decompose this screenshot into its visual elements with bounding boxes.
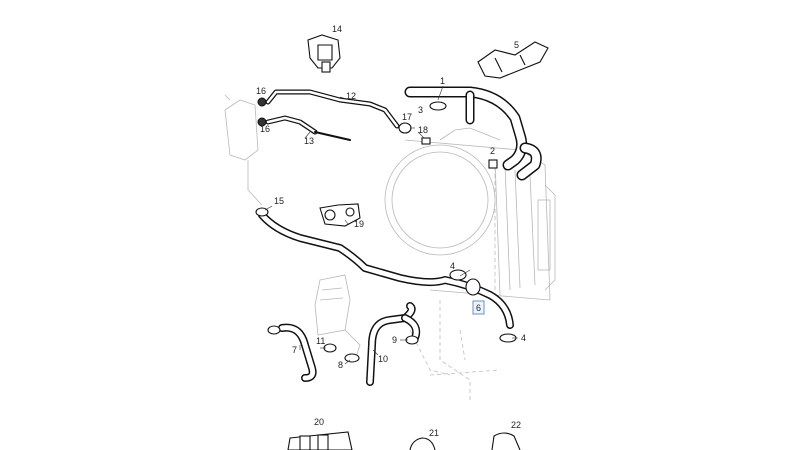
callout-16-lower: 16 (260, 124, 270, 134)
callout-17: 17 (402, 112, 412, 122)
callout-4-lower: 4 (521, 333, 526, 343)
callout-2: 2 (490, 146, 495, 156)
part-21 (409, 437, 436, 450)
callout-14: 14 (332, 24, 342, 34)
callout-1: 1 (440, 76, 445, 86)
callout-6[interactable]: 6 (476, 303, 481, 313)
callout-9: 9 (392, 335, 397, 345)
tank-background (224, 94, 263, 206)
callout-19: 19 (354, 219, 364, 229)
callout-12: 12 (346, 91, 356, 101)
callout-6-box (472, 300, 485, 315)
hose-13 (265, 115, 351, 141)
callout-7: 7 (292, 345, 297, 355)
clip-14 (307, 34, 341, 73)
hose-10 (366, 302, 421, 386)
hose-6 (258, 211, 514, 329)
clamp-8 (344, 353, 360, 363)
hose-7 (278, 323, 317, 382)
callout-20: 20 (314, 417, 324, 427)
reference-lines (409, 160, 501, 400)
part-22 (491, 432, 521, 450)
clamp-2 (488, 159, 498, 169)
callout-5: 5 (514, 40, 519, 50)
clamp-3 (429, 101, 447, 111)
fitting-18 (421, 137, 431, 145)
clamp-7-top (267, 325, 281, 335)
clamp-16-lower (257, 117, 267, 127)
clamp-17 (398, 122, 412, 134)
bracket-19 (319, 203, 361, 227)
callout-8: 8 (338, 360, 343, 370)
clamp-4-upper (449, 269, 481, 296)
callout-15: 15 (274, 196, 284, 206)
part-20 (287, 431, 353, 450)
callout-11: 11 (316, 336, 325, 346)
callout-21: 21 (429, 428, 439, 438)
callout-3: 3 (418, 105, 423, 115)
leader-lines (259, 85, 518, 365)
intake-background (314, 274, 361, 361)
callout-18: 18 (418, 125, 428, 135)
radiator-background (384, 127, 556, 301)
callout-16-upper: 16 (256, 86, 266, 96)
callout-4-upper: 4 (450, 261, 455, 271)
callout-22: 22 (511, 420, 521, 430)
hose-12 (265, 89, 400, 129)
callout-13: 13 (304, 136, 314, 146)
callout-10: 10 (378, 354, 388, 364)
hose-1 (404, 86, 542, 181)
bracket-5 (477, 41, 549, 79)
callout-labels: 1 2 3 4 4 5 6 7 8 9 10 11 12 13 14 15 16… (256, 24, 526, 438)
